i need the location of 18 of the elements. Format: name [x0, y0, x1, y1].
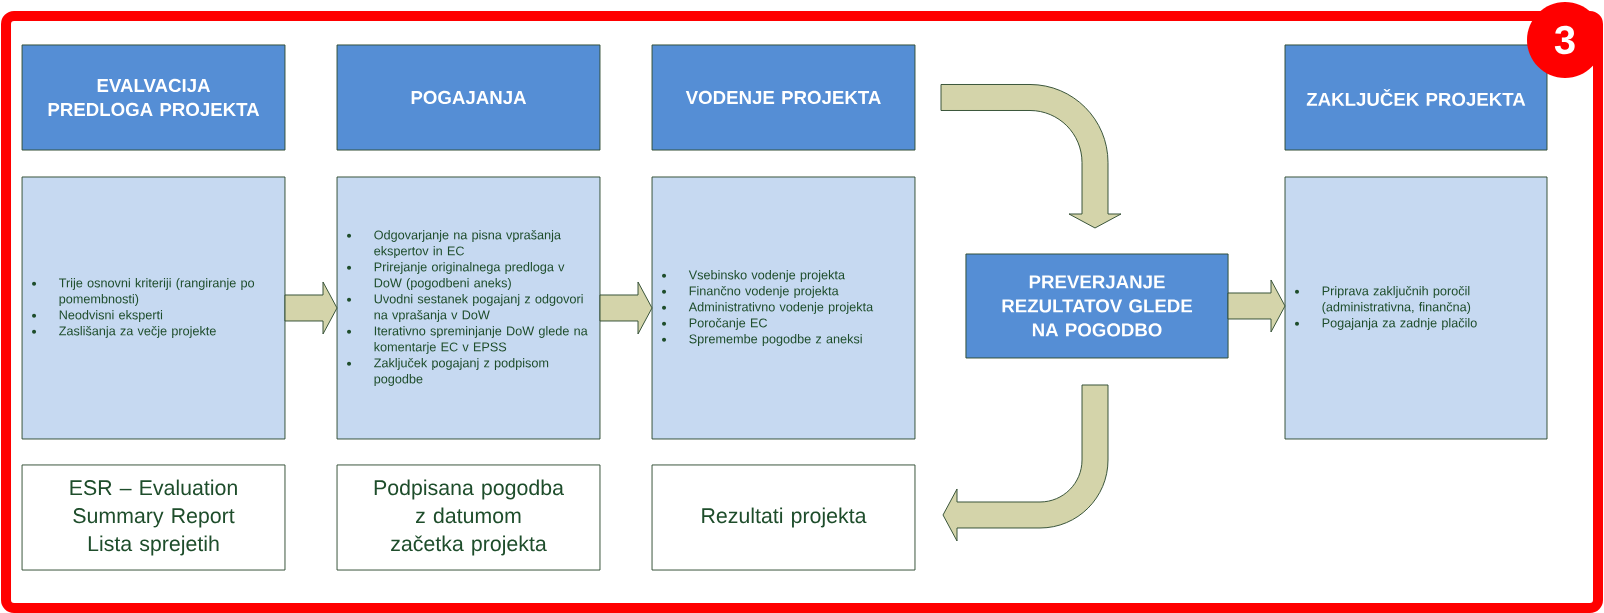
output-box: ESR – Evaluation Summary Report Lista sprejetih — [21, 464, 286, 571]
block-arrow — [1227, 279, 1286, 333]
block-arrow — [599, 281, 653, 335]
header-box: ZAKLJUČEK PROJEKTA — [1284, 44, 1548, 151]
header-box: POGAJANJA — [336, 44, 601, 151]
block-arrow — [284, 281, 338, 335]
bullet-list-box: Trije osnovni kriteriji (rangiranje po pomembnosti) Neodvisni eksperti Zaslišanja za večje projekte — [21, 176, 286, 440]
block-arrow — [942, 384, 1109, 542]
header-box: VODENJE PROJEKTA — [651, 44, 916, 151]
bullet-list-box: Priprava zaključnih poročil (administrativna, finančna) Pogajanja za zadnje plačilo — [1284, 176, 1548, 440]
header-box: EVALVACIJA PREDLOGA PROJEKTA — [21, 44, 286, 151]
callout-number: 3 — [1527, 2, 1603, 78]
bullet-list-box: Odgovarjanje na pisna vprašanja ekspertov in EC Prirejanje originalnega predloga v DoW (pogodbeni aneks) Uvodni sestanek pogajanj z odgovori na vprašanja v DoW Iterativno spreminjanje DoW glede na komentarje EC v EPSS Zaključek pogajanj z podpisom pogodbe — [336, 176, 601, 440]
output-box: Podpisana pogodba z datumom začetka projekta — [336, 464, 601, 571]
block-arrow — [940, 84, 1122, 229]
output-box: Rezultati projekta — [651, 464, 916, 571]
process-box: PREVERJANJE REZULTATOV GLEDE NA POGODBO — [965, 253, 1229, 359]
bullet-list-box: Vsebinsko vodenje projekta Finančno vodenje projekta Administrativno vodenje projekta Poročanje EC Spremembe pogodbe z aneksi — [651, 176, 916, 440]
